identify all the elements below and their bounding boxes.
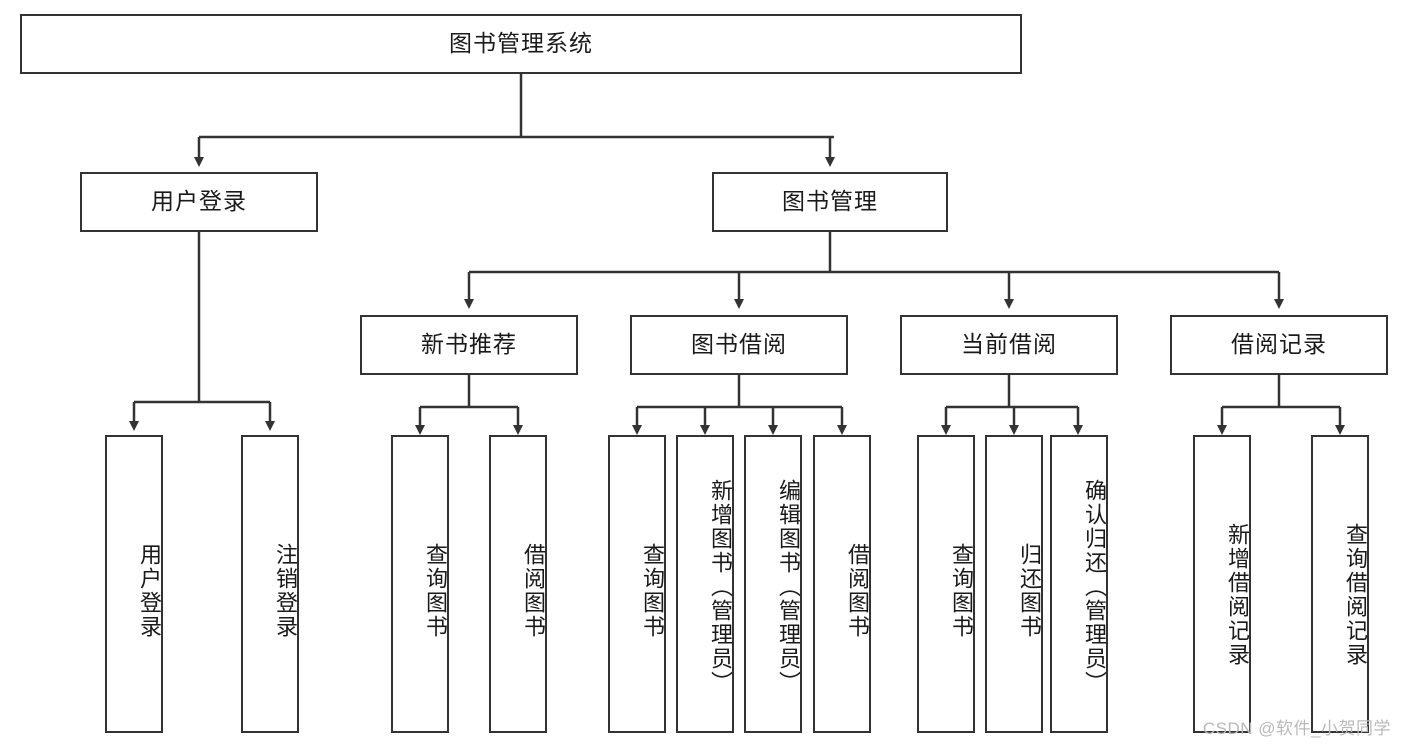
node-book-borrow[interactable]: 图书借阅 (630, 315, 848, 375)
node-leaf-query-book-3[interactable]: 查询图书 (917, 435, 975, 733)
node-leaf-add-record[interactable]: 新增借阅记录 (1193, 435, 1251, 733)
node-label: 借阅记录 (1231, 331, 1327, 358)
node-label: 新增图书（管理员） (708, 479, 733, 695)
node-leaf-query-record[interactable]: 查询借阅记录 (1311, 435, 1369, 733)
node-label: 借阅图书 (845, 543, 870, 639)
node-label: 图书借阅 (691, 331, 787, 358)
node-leaf-query-book-1[interactable]: 查询图书 (391, 435, 449, 733)
node-label: 用户登录 (151, 188, 247, 215)
node-label: 归还图书 (1017, 543, 1042, 639)
node-label: 查询图书 (423, 543, 448, 639)
node-label: 注销登录 (273, 543, 298, 639)
node-leaf-user-logout[interactable]: 注销登录 (241, 435, 299, 733)
node-label: 编辑图书（管理员） (776, 479, 801, 695)
node-leaf-borrow-book-2[interactable]: 借阅图书 (813, 435, 871, 733)
node-label: 查询借阅记录 (1343, 523, 1368, 667)
node-label: 确认归还（管理员） (1082, 479, 1107, 695)
node-leaf-confirm-return[interactable]: 确认归还（管理员） (1050, 435, 1108, 733)
node-label: 图书管理系统 (449, 30, 593, 57)
node-book-management-system[interactable]: 图书管理系统 (20, 14, 1022, 74)
node-borrow-record[interactable]: 借阅记录 (1170, 315, 1388, 375)
node-label: 用户登录 (137, 543, 162, 639)
node-label: 新增借阅记录 (1225, 523, 1250, 667)
node-label: 查询图书 (640, 543, 665, 639)
node-label: 借阅图书 (521, 543, 546, 639)
node-leaf-query-book-2[interactable]: 查询图书 (608, 435, 666, 733)
node-leaf-edit-book[interactable]: 编辑图书（管理员） (744, 435, 802, 733)
node-user-login[interactable]: 用户登录 (80, 172, 318, 232)
node-label: 图书管理 (782, 188, 878, 215)
csdn-watermark: CSDN @软件_小贺同学 (1202, 719, 1391, 738)
node-label: 当前借阅 (961, 331, 1057, 358)
node-label: 查询图书 (949, 543, 974, 639)
node-leaf-add-book[interactable]: 新增图书（管理员） (676, 435, 734, 733)
node-new-book-recommend[interactable]: 新书推荐 (360, 315, 578, 375)
node-leaf-return-book[interactable]: 归还图书 (985, 435, 1043, 733)
node-book-management[interactable]: 图书管理 (712, 172, 948, 232)
node-current-borrow[interactable]: 当前借阅 (900, 315, 1118, 375)
node-label: 新书推荐 (421, 331, 517, 358)
node-leaf-user-login[interactable]: 用户登录 (105, 435, 163, 733)
node-leaf-borrow-book-1[interactable]: 借阅图书 (489, 435, 547, 733)
